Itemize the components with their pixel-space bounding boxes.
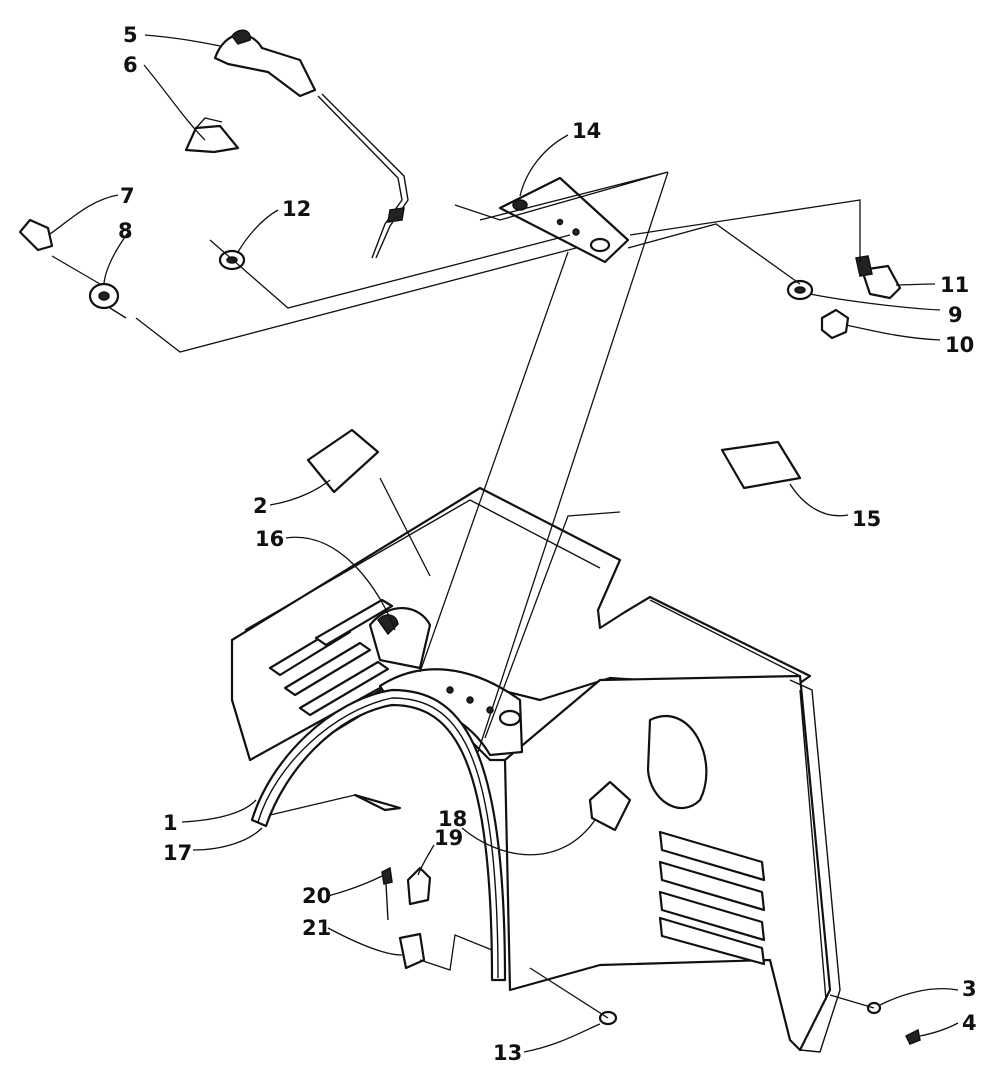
callout-10: 10 [945, 333, 974, 357]
callout-21: 21 [302, 916, 331, 940]
callout-15: 15 [852, 507, 881, 531]
decal-15 [720, 440, 802, 490]
clip-6 [184, 117, 240, 154]
wedge-left [353, 793, 402, 812]
callout-20: 20 [302, 884, 331, 908]
switch-11 [855, 255, 902, 300]
callout-2: 2 [253, 494, 268, 518]
callout-8: 8 [118, 219, 133, 243]
pad-18 [588, 780, 632, 832]
switch-plate-14 [498, 176, 630, 264]
callout-6: 6 [123, 53, 138, 77]
callout-9: 9 [948, 303, 963, 327]
screw-4 [904, 1028, 921, 1045]
callout-12: 12 [282, 197, 311, 221]
callout-labels: 5 6 7 8 12 14 11 9 10 15 2 16 1 17 18 19… [118, 23, 977, 1065]
callout-5: 5 [123, 23, 138, 47]
callout-4: 4 [962, 1011, 977, 1035]
washer-9 [786, 279, 814, 301]
callout-17: 17 [163, 841, 192, 865]
assembly-lines [51, 171, 875, 1019]
decal-2 [306, 428, 380, 494]
windshield-trim [250, 688, 507, 982]
callout-16: 16 [255, 527, 284, 551]
callout-11: 11 [940, 273, 969, 297]
nut-10 [820, 308, 850, 340]
bracket-21 [398, 932, 426, 970]
console-body [230, 486, 841, 1053]
knob-7 [18, 218, 54, 252]
right-vents [658, 830, 766, 966]
choke-cable-5 [213, 29, 409, 259]
callout-19: 19 [434, 826, 463, 850]
screw-20 [381, 866, 393, 921]
callout-leaders [49, 34, 959, 1053]
clip-19 [406, 866, 432, 906]
callout-7: 7 [120, 184, 135, 208]
callout-3: 3 [962, 977, 977, 1001]
callout-13: 13 [493, 1041, 522, 1065]
callout-18: 18 [438, 807, 467, 831]
callout-1: 1 [163, 811, 178, 835]
bushing-8 [88, 282, 127, 319]
callout-14: 14 [572, 119, 601, 143]
